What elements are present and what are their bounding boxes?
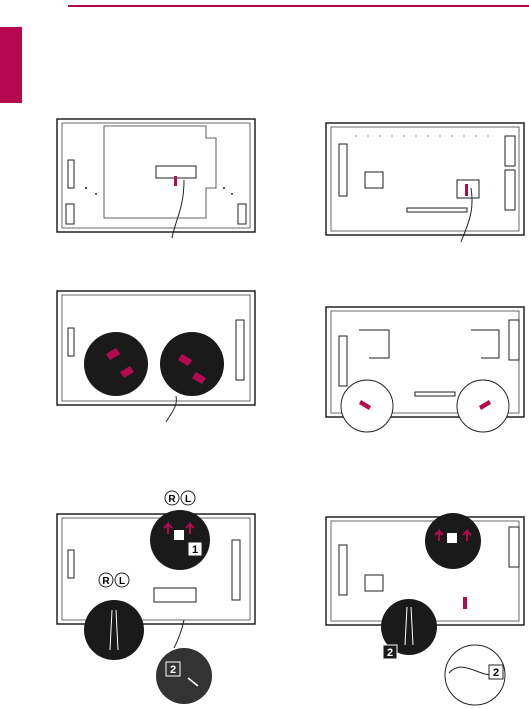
figure-back-panel-right-1: [325, 122, 525, 244]
zoom-callout-bottom: [156, 648, 212, 704]
label-l: L: [185, 494, 191, 505]
figure-back-panel-left-1: [56, 118, 256, 240]
step-2-badge: 2: [387, 647, 393, 659]
label-r: R: [102, 576, 110, 587]
zoom-callout-right: [160, 332, 224, 396]
tv-back-illustration: [56, 118, 256, 240]
zoom-callout-left: [84, 332, 148, 396]
step-2-badge: 2: [493, 667, 499, 679]
zoom-callout-bottom-left: [84, 600, 144, 660]
section-tab: [0, 27, 22, 103]
step-2-badge: 2: [170, 664, 176, 676]
tv-back-illustration: R L 1 R L 2: [56, 500, 256, 705]
label-l: L: [119, 576, 125, 587]
figure-back-panel-right-3: 2 2: [325, 505, 525, 705]
label-r: R: [168, 494, 176, 505]
figure-back-panel-right-2: [325, 306, 525, 430]
header-rule: [68, 5, 529, 7]
figure-back-panel-left-3: R L 1 R L 2: [56, 500, 256, 705]
tv-back-illustration: [56, 290, 256, 422]
step-1-badge: 1: [192, 544, 198, 556]
tv-back-illustration: [325, 306, 525, 430]
figure-back-panel-left-2: [56, 290, 256, 422]
tv-back-illustration: [325, 122, 525, 244]
tv-back-illustration: 2 2: [325, 505, 525, 705]
